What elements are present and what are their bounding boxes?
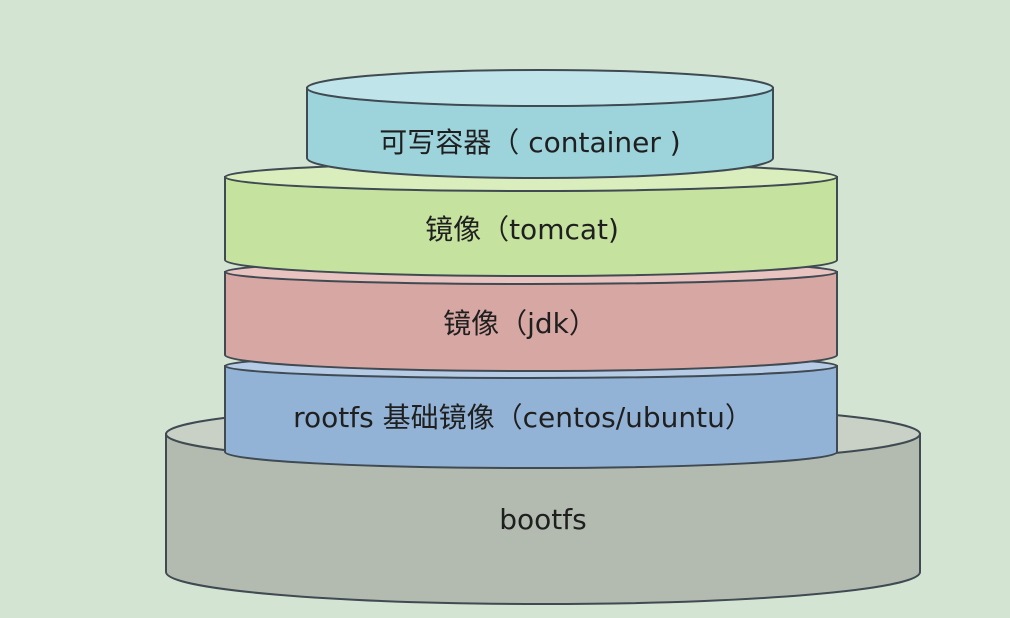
- layer-bootfs-label: bootfs: [499, 503, 586, 536]
- layer-container-label: 可写容器（ container ): [379, 126, 680, 159]
- layer-bootfs-body: [165, 433, 921, 605]
- layer-container-top: [306, 69, 774, 107]
- layer-tomcat-body: [224, 176, 838, 277]
- layer-rootfs-body: [224, 365, 838, 469]
- layer-container-body: [306, 87, 774, 179]
- layer-tomcat: 镜像（tomcat): [224, 162, 838, 277]
- layer-rootfs-label: rootfs 基础镜像（centos/ubuntu）: [293, 401, 753, 434]
- layer-container: 可写容器（ container ): [306, 69, 774, 179]
- layer-jdk-label: 镜像（jdk）: [443, 307, 597, 340]
- layer-tomcat-label: 镜像（tomcat): [425, 213, 619, 246]
- layer-jdk-body: [224, 271, 838, 372]
